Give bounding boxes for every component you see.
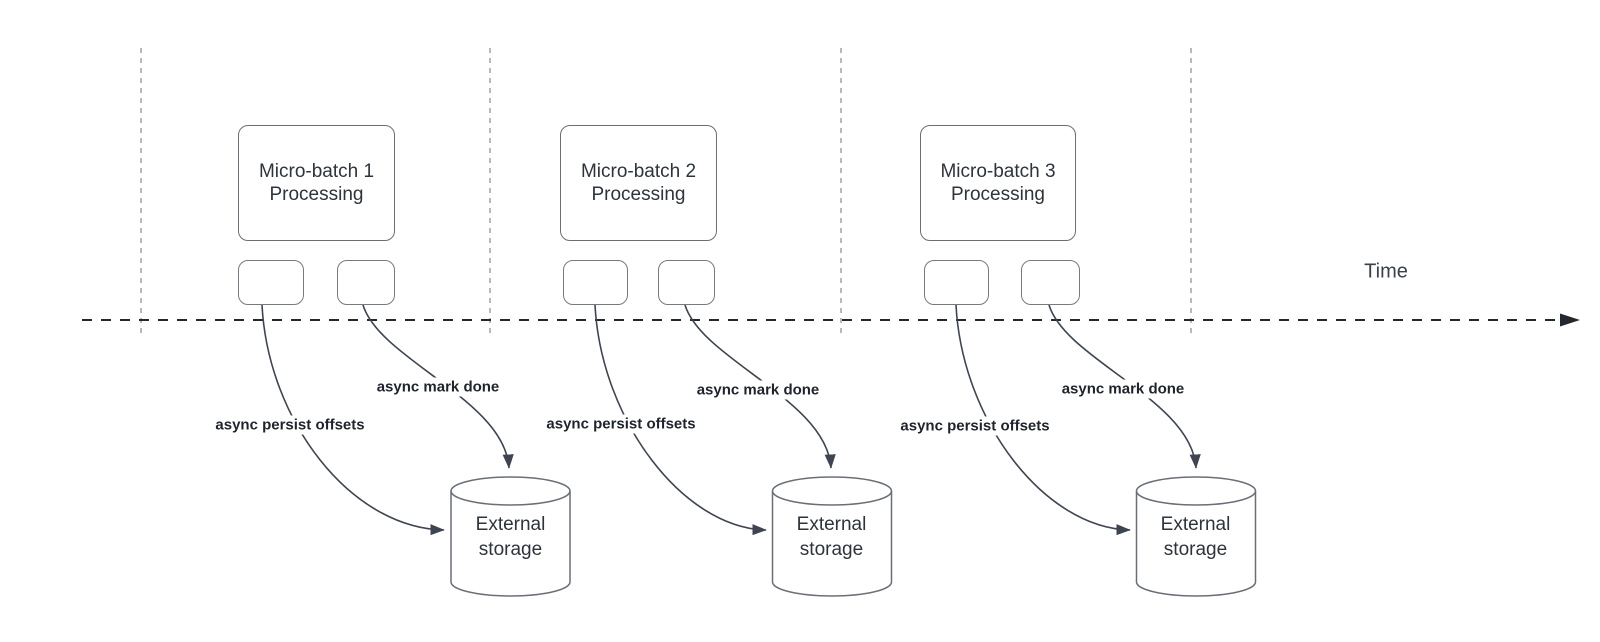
external-storage-label-2: External storage (796, 513, 867, 560)
mark-done-task-box-3 (1021, 260, 1080, 305)
mark-done-label-3: async mark done (1057, 379, 1189, 399)
mark-done-label-1: async mark done (372, 377, 504, 397)
persist-task-box-2 (563, 260, 628, 305)
external-storage-label-1: External storage (475, 513, 546, 560)
persist-offsets-arrow-2 (594, 304, 767, 536)
micro-batch-3-box: Micro-batch 3 Processing (920, 125, 1076, 241)
micro-batch-2-box: Micro-batch 2 Processing (560, 125, 717, 241)
time-axis-label: Time (1364, 260, 1408, 283)
storage-cylinder-1 (450, 476, 571, 597)
micro-batch-1-box: Micro-batch 1 Processing (238, 125, 395, 241)
mark-done-task-box-1 (337, 260, 395, 305)
mark-done-label-2: async mark done (692, 380, 824, 400)
mark-done-task-box-2 (658, 260, 715, 305)
external-storage-label-3: External storage (1160, 513, 1231, 560)
storage-cylinder-2 (771, 476, 893, 597)
persist-offsets-label-1: async persist offsets (211, 415, 369, 435)
persist-task-box-3 (924, 260, 989, 305)
storage-cylinder-3 (1135, 476, 1257, 597)
persist-offsets-arrow-3 (955, 304, 1131, 536)
persist-offsets-label-2: async persist offsets (542, 414, 700, 434)
persist-task-box-1 (238, 260, 304, 305)
persist-offsets-label-3: async persist offsets (896, 416, 1054, 436)
time-axis-arrowhead-icon (1560, 313, 1580, 327)
persist-offsets-arrow-1 (261, 304, 445, 536)
